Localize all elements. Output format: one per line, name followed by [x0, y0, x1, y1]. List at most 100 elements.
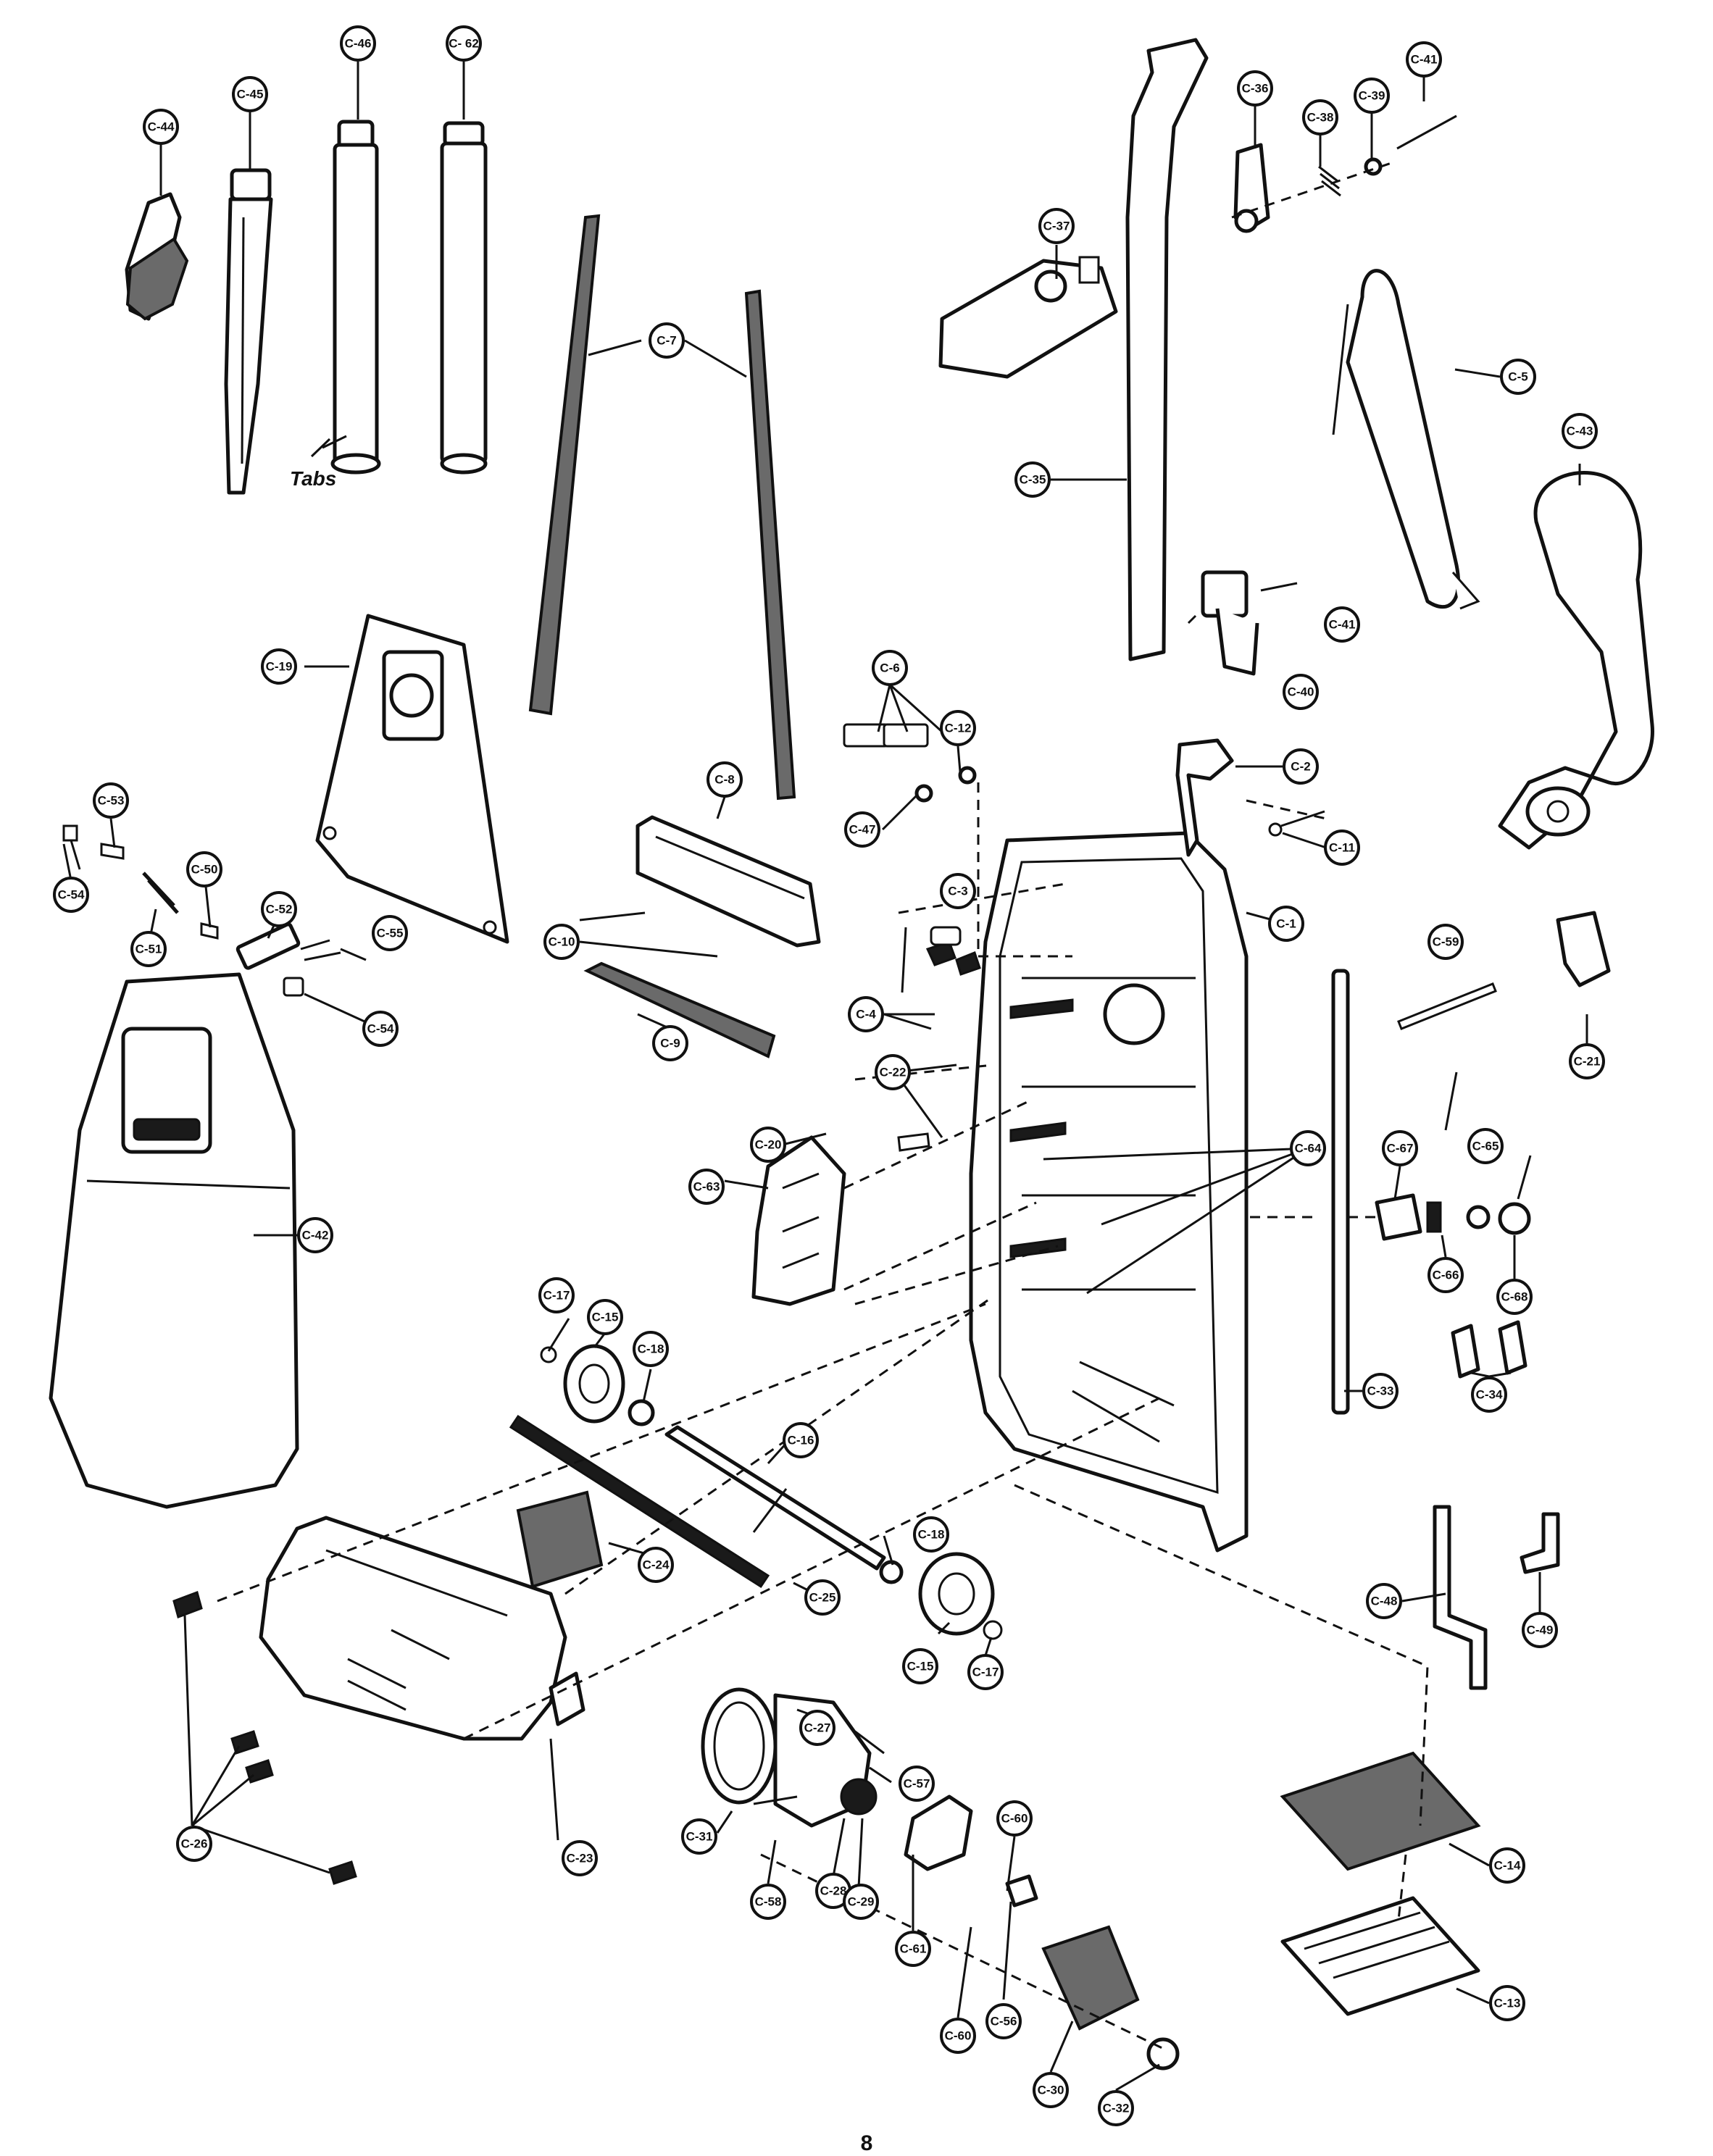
wand-extension-drawing	[440, 121, 488, 475]
svg-text:C-38: C-38	[1307, 111, 1334, 125]
callout-c-48: C-48	[1366, 1583, 1402, 1619]
svg-text:C-39: C-39	[1359, 89, 1385, 103]
svg-text:C-2: C-2	[1291, 760, 1310, 774]
spring-drawing	[1318, 114, 1457, 197]
cord-hook-drawing	[938, 256, 1118, 379]
callout-c-21: C-21	[1569, 1043, 1605, 1079]
svg-text:C-68: C-68	[1501, 1290, 1528, 1304]
svg-text:C-13: C-13	[1494, 1997, 1521, 2010]
callout-c-39: C-39	[1354, 78, 1390, 114]
callout-c-19: C-19	[261, 648, 297, 685]
callout-c-49: C-49	[1522, 1612, 1558, 1648]
callout-c-11: C-11	[1324, 830, 1360, 866]
svg-text:C-18: C-18	[638, 1342, 664, 1356]
svg-text:C-30: C-30	[1038, 2084, 1064, 2097]
callout-c-43: C-43	[1562, 413, 1598, 449]
svg-text:C-53: C-53	[98, 794, 125, 808]
svg-text:C-45: C-45	[237, 88, 264, 101]
callout-c-16: C-16	[783, 1422, 819, 1458]
callout-c-3: C-3	[940, 873, 976, 909]
handle-hook-drawing	[1233, 143, 1270, 233]
svg-text:C-27: C-27	[804, 1721, 831, 1735]
callout-c-59: C-59	[1428, 924, 1464, 960]
callout-c-61: C-61	[895, 1931, 931, 1967]
svg-text:C-63: C-63	[693, 1180, 720, 1194]
hose-drawing	[1498, 471, 1654, 850]
svg-text:C-6: C-6	[880, 661, 899, 675]
page-number: 8	[861, 2131, 873, 2155]
fastener-drawings	[843, 723, 1325, 1152]
callout-c-65: C-65	[1467, 1128, 1504, 1164]
svg-text:C-8: C-8	[714, 773, 734, 787]
svg-text:C-56: C-56	[991, 2015, 1017, 2028]
svg-text:C-20: C-20	[755, 1138, 782, 1152]
callout-c-18: C-18	[913, 1516, 949, 1553]
switch-drawing	[1375, 1193, 1531, 1241]
svg-text:C-60: C-60	[945, 2029, 972, 2043]
callout-c-8: C-8	[707, 761, 743, 798]
svg-text:C-18: C-18	[918, 1528, 945, 1542]
filter-grille-drawing	[1280, 1896, 1480, 2016]
callout-c-28: C-28	[815, 1873, 851, 1909]
callout-c-36: C-36	[1237, 70, 1273, 106]
svg-text:C- 62: C- 62	[449, 37, 479, 51]
motor-assembly-drawing	[701, 1687, 885, 1828]
svg-text:C-41: C-41	[1411, 53, 1438, 67]
svg-text:C-51: C-51	[136, 943, 162, 956]
callout-c-56: C-56	[985, 2003, 1022, 2039]
svg-text:C-34: C-34	[1476, 1388, 1503, 1402]
svg-text:C-65: C-65	[1472, 1140, 1499, 1153]
filter-screen-drawing	[516, 1490, 604, 1589]
svg-text:C-55: C-55	[377, 927, 404, 940]
callout-c-13: C-13	[1489, 1985, 1525, 2021]
motor-mount-drawing	[904, 1794, 1038, 1908]
callout-c-57: C-57	[899, 1766, 935, 1802]
svg-text:C-47: C-47	[849, 823, 876, 837]
callout-c-60: C-60	[996, 1800, 1033, 1837]
exhaust-filter-pad-drawing	[1280, 1751, 1481, 1871]
callout-c-63: C-63	[688, 1169, 725, 1205]
callout-c-20: C-20	[750, 1127, 786, 1163]
svg-text:C-32: C-32	[1103, 2102, 1130, 2115]
power-cord-drawing	[1332, 269, 1480, 610]
svg-text:C-14: C-14	[1494, 1859, 1521, 1873]
callout-c-27: C-27	[799, 1710, 835, 1746]
callout-c-17: C-17	[967, 1654, 1004, 1690]
svg-text:C-3: C-3	[948, 885, 967, 898]
svg-text:C-61: C-61	[900, 1942, 927, 1956]
callout-c-46: C-46	[340, 25, 376, 62]
gasket-drawing	[583, 961, 776, 1058]
hose-link-drawing	[1433, 1505, 1560, 1690]
svg-text:C-35: C-35	[1020, 473, 1046, 487]
cable-tie-drawing	[1397, 982, 1497, 1030]
main-housing-drawing	[969, 831, 1249, 1553]
callout-c-12: C-12	[940, 710, 976, 746]
callout-c-6: C-6	[872, 650, 908, 686]
callout-c-29: C-29	[843, 1884, 879, 1920]
screws-drawing	[172, 1591, 357, 1885]
callout-c-25: C-25	[804, 1579, 841, 1616]
callout-c-18: C-18	[633, 1331, 669, 1367]
callout-c-10: C-10	[543, 924, 580, 960]
svg-text:C-67: C-67	[1387, 1142, 1414, 1156]
svg-text:C-31: C-31	[686, 1830, 713, 1844]
svg-text:C-42: C-42	[302, 1229, 329, 1242]
callout-c-40: C-40	[1283, 674, 1319, 710]
crevice-tool-drawing	[224, 168, 273, 495]
svg-text:C-33: C-33	[1367, 1384, 1394, 1398]
brush-roll-drawing	[509, 1414, 886, 1589]
handle-release-lever-drawing	[1175, 738, 1234, 857]
bag-bracket-drawing	[635, 815, 821, 948]
callout-c-44: C-44	[143, 109, 179, 145]
svg-text:C-16: C-16	[788, 1434, 814, 1447]
svg-text:C-7: C-7	[657, 334, 676, 348]
svg-text:C-57: C-57	[904, 1777, 930, 1791]
callout-c-24: C-24	[638, 1547, 674, 1583]
callout-c-7: C-7	[649, 322, 685, 359]
svg-text:C-1: C-1	[1276, 917, 1296, 931]
svg-text:C-36: C-36	[1242, 82, 1269, 96]
svg-text:C-29: C-29	[848, 1895, 875, 1909]
callout-c-34: C-34	[1471, 1376, 1507, 1413]
svg-text:C-58: C-58	[755, 1895, 782, 1909]
belt-pulley-drawing	[540, 1344, 1003, 1640]
